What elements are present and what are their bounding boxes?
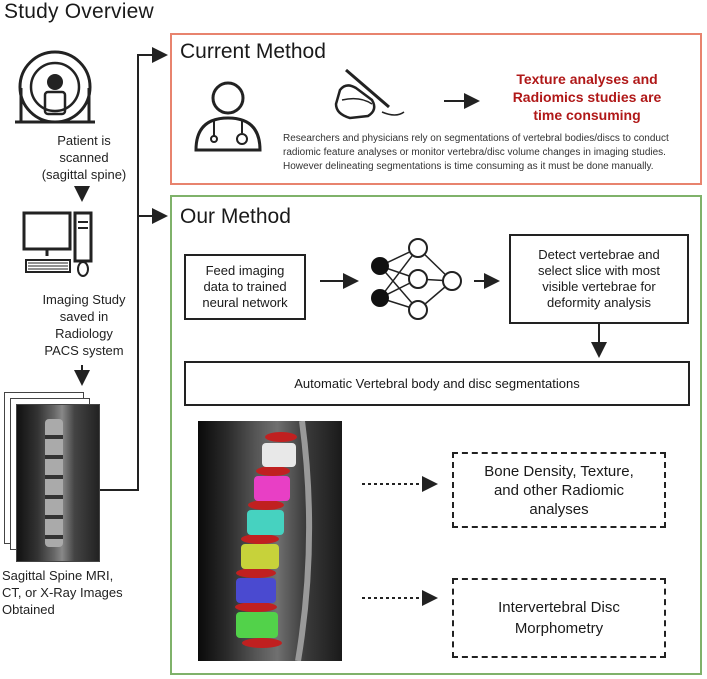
segmented-spine-image bbox=[198, 421, 342, 661]
feed-line3: neural network bbox=[202, 295, 288, 310]
page-title: Study Overview bbox=[4, 0, 154, 23]
current-description-line2: radiomic feature analyses or monitor ver… bbox=[283, 147, 666, 158]
current-outcome: Texture analyses and Radiomics studies a… bbox=[482, 70, 692, 124]
disc-line1: Intervertebral Disc bbox=[498, 599, 620, 616]
disc-morphometry-box: Intervertebral Disc Morphometry bbox=[452, 578, 666, 658]
detect-line3: visible vertebrae for bbox=[542, 279, 656, 294]
feed-line1: Feed imaging bbox=[205, 263, 285, 278]
patient-caption-line1: Patient is bbox=[57, 133, 111, 148]
bone-line3: analyses bbox=[529, 500, 589, 518]
current-description-line3: However delineating segmentations is tim… bbox=[283, 161, 654, 172]
our-method-box bbox=[170, 195, 702, 675]
pacs-caption: Imaging Study saved in Radiology PACS sy… bbox=[14, 291, 154, 359]
bone-density-box: Bone Density, Texture, and other Radiomi… bbox=[452, 452, 666, 528]
current-outcome-line3: time consuming bbox=[533, 107, 641, 123]
current-method-title: Current Method bbox=[180, 40, 326, 63]
pacs-caption-line3: Radiology bbox=[55, 326, 113, 341]
bone-line1: Bone Density, Texture, bbox=[484, 462, 634, 480]
pacs-caption-line2: saved in bbox=[59, 309, 109, 324]
bone-line2: and other Radiomic bbox=[493, 481, 625, 499]
current-outcome-line2: Radiomics studies are bbox=[512, 89, 662, 105]
images-caption-line1: Sagittal Spine MRI, bbox=[2, 568, 114, 583]
detect-vertebrae-box: Detect vertebrae and select slice with m… bbox=[509, 234, 689, 324]
arrow-to-current bbox=[100, 47, 168, 491]
patient-caption-line3: (sagittal spine) bbox=[41, 167, 127, 182]
images-caption-line2: CT, or X-Ray Images bbox=[2, 585, 123, 600]
stacked-scan-images bbox=[4, 392, 104, 562]
detect-line1: Detect vertebrae and bbox=[538, 247, 660, 262]
spine-scan-thumbnail bbox=[16, 404, 100, 562]
current-description-line1: Researchers and physicians rely on segme… bbox=[283, 133, 669, 144]
images-caption-line3: Obtained bbox=[2, 602, 55, 617]
feed-line2: data to trained bbox=[203, 279, 287, 294]
images-caption: Sagittal Spine MRI, CT, or X-Ray Images … bbox=[2, 567, 134, 618]
current-outcome-line1: Texture analyses and bbox=[516, 71, 658, 87]
detect-line2: select slice with most bbox=[537, 263, 661, 278]
patient-caption: Patient is scanned (sagittal spine) bbox=[14, 132, 154, 183]
feed-network-box: Feed imaging data to trained neural netw… bbox=[184, 254, 306, 320]
our-method-title: Our Method bbox=[180, 205, 291, 228]
current-method-box bbox=[170, 33, 702, 185]
auto-segmentation-box: Automatic Vertebral body and disc segmen… bbox=[184, 361, 690, 406]
vertebra-segments bbox=[235, 421, 313, 661]
auto-segmentation-label: Automatic Vertebral body and disc segmen… bbox=[294, 375, 580, 391]
pacs-caption-line4: PACS system bbox=[44, 343, 124, 358]
disc-line2: Morphometry bbox=[514, 620, 604, 637]
current-description: Researchers and physicians rely on segme… bbox=[283, 132, 699, 174]
patient-caption-line2: scanned bbox=[59, 150, 109, 165]
detect-line4: deformity analysis bbox=[546, 295, 652, 310]
pacs-caption-line1: Imaging Study bbox=[42, 292, 126, 307]
